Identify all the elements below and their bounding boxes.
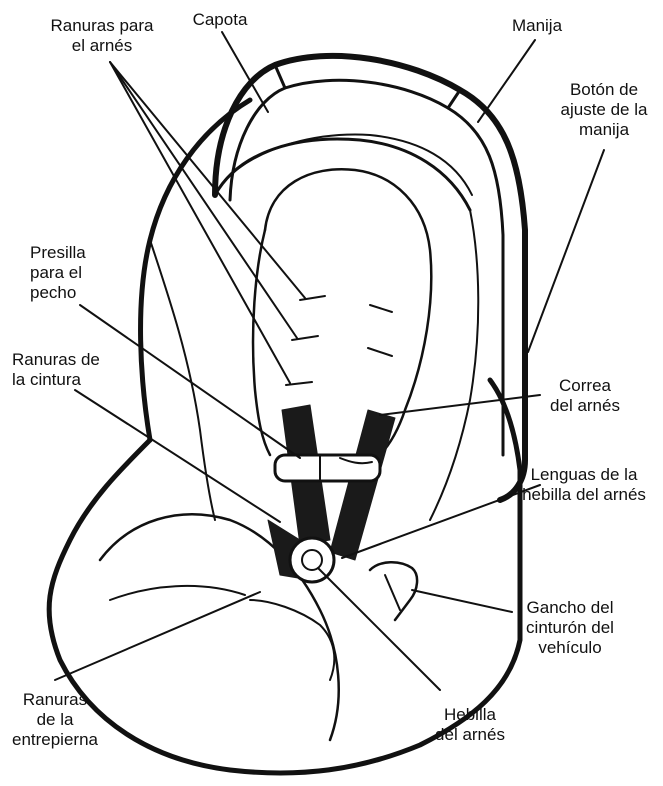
label-canopy-line-1: Capota: [178, 10, 262, 30]
belt-hook-outline: [370, 562, 417, 620]
label-chest-clip-line-1: Presilla: [30, 243, 110, 263]
harness-buckle: [290, 538, 334, 582]
label-crotch-slots-line-3: entrepierna: [0, 730, 110, 750]
leader-harness-slots-3: [110, 62, 290, 383]
label-handle-button-line-3: manija: [550, 120, 658, 140]
label-waist-slots-line-2: la cintura: [12, 370, 122, 390]
label-harness-buckle-line-2: del arnés: [420, 725, 520, 745]
seat-side-left: [150, 240, 215, 520]
label-chest-clip-line-3: pecho: [30, 283, 110, 303]
belt-hook-outline-2: [385, 575, 400, 610]
leader-harness-buckle: [318, 568, 440, 690]
label-harness-strap-line-2: del arnés: [540, 396, 630, 416]
chest-clip: [275, 455, 380, 481]
handle-grip: [275, 65, 460, 108]
label-belt-hook: Gancho del cinturón del vehículo: [512, 598, 628, 658]
leader-belt-hook: [412, 590, 512, 612]
label-belt-hook-line-1: Gancho del: [512, 598, 628, 618]
leg-area-outline: [110, 586, 245, 600]
leader-harness-slots-2: [110, 62, 297, 338]
label-buckle-tongues-line-1: Lenguas de la: [508, 465, 660, 485]
label-harness-strap-line-1: Correa: [540, 376, 630, 396]
handle-inner-outline: [230, 80, 503, 455]
label-harness-slots-line-2: el arnés: [36, 36, 168, 56]
leader-handle: [478, 40, 535, 122]
label-crotch-slots: Ranuras de la entrepierna: [0, 690, 110, 750]
label-chest-clip-line-2: para el: [30, 263, 110, 283]
label-crotch-slots-line-2: de la: [0, 710, 110, 730]
seat-side-right: [430, 210, 478, 520]
harness-slot-5: [368, 348, 392, 356]
leader-crotch-slots: [55, 592, 260, 680]
label-handle-line-1: Manija: [502, 16, 572, 36]
label-buckle-tongues: Lenguas de la hebilla del arnés: [508, 465, 660, 505]
harness-slot-4: [370, 305, 392, 312]
label-harness-buckle-line-1: Hebilla: [420, 705, 520, 725]
label-handle-button-line-1: Botón de: [550, 80, 658, 100]
label-harness-strap: Correa del arnés: [540, 376, 630, 416]
canopy-band: [225, 135, 472, 195]
label-crotch-slots-line-1: Ranuras: [0, 690, 110, 710]
label-buckle-tongues-line-2: hebilla del arnés: [508, 485, 660, 505]
label-belt-hook-line-2: cinturón del: [512, 618, 628, 638]
seat-back-outline: [141, 100, 250, 440]
label-harness-slots-line-1: Ranuras para: [36, 16, 168, 36]
label-harness-buckle: Hebilla del arnés: [420, 705, 520, 745]
label-belt-hook-line-3: vehículo: [512, 638, 628, 658]
label-handle-button-line-2: ajuste de la: [550, 100, 658, 120]
label-canopy: Capota: [178, 10, 262, 30]
label-waist-slots: Ranuras de la cintura: [12, 350, 122, 390]
label-harness-slots: Ranuras para el arnés: [36, 16, 168, 56]
leader-handle-button: [528, 150, 604, 352]
leader-waist-slots: [75, 390, 280, 522]
canopy-outline: [215, 139, 470, 210]
leader-harness-strap: [380, 395, 540, 415]
leader-harness-slots-1: [110, 62, 305, 298]
label-waist-slots-line-1: Ranuras de: [12, 350, 122, 370]
label-handle: Manija: [502, 16, 572, 36]
harness-strap-right: [330, 410, 395, 560]
label-handle-button: Botón de ajuste de la manija: [550, 80, 658, 140]
label-chest-clip: Presilla para el pecho: [30, 243, 110, 303]
